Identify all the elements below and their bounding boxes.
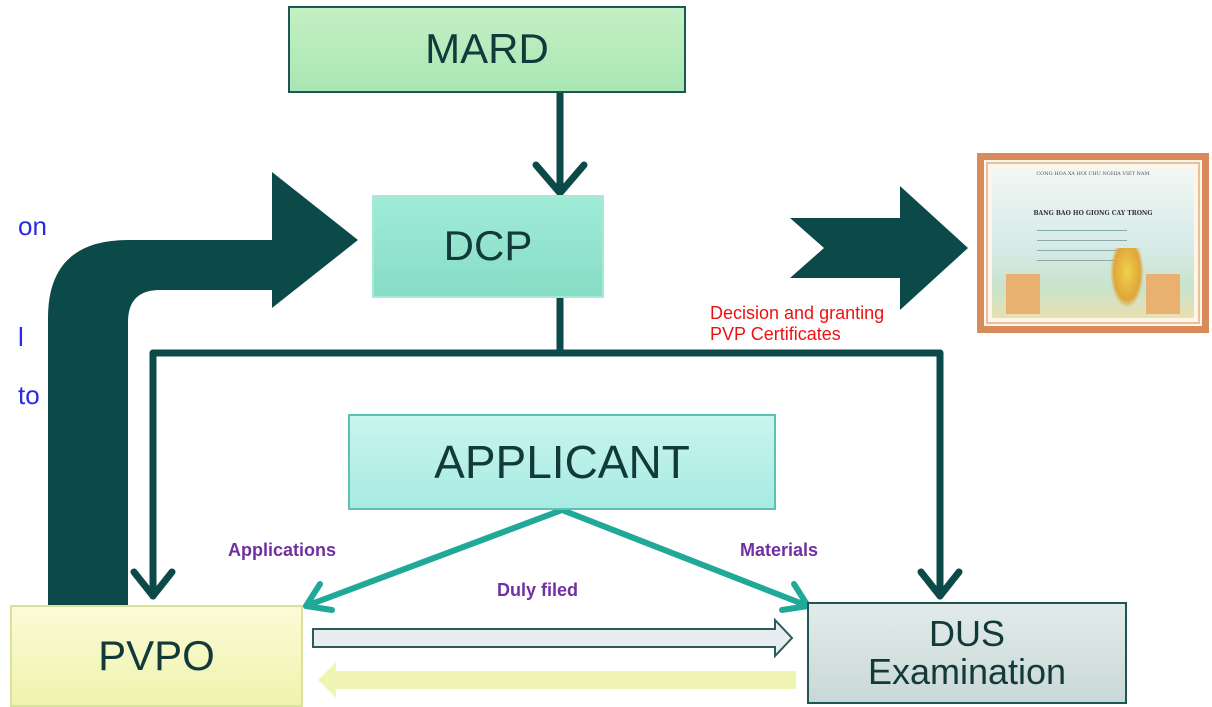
certificate-arrow [790, 186, 968, 310]
dus-return-arrow [318, 662, 796, 698]
dcp-label: DCP [443, 222, 533, 270]
duly-filed-label: Duly filed [497, 580, 579, 600]
materials-label: Materials [740, 540, 819, 560]
applicant-node: APPLICANT [348, 414, 776, 510]
decision-note-line1: Decision and granting [710, 303, 885, 323]
certificate-header: CONG HOA XA HOI CHU NGHIA VIET NAM [1036, 171, 1150, 177]
dus-examination-node: DUS Examination [807, 602, 1127, 704]
certificate-flag-left [1006, 274, 1040, 314]
dus-label-line1: DUS [928, 613, 1005, 655]
certificate-emblem-icon [1110, 248, 1144, 308]
pvpo-label: PVPO [98, 631, 215, 679]
certificate-text-line [1037, 230, 1127, 231]
side-text-fragment: to [18, 380, 40, 410]
certificate-text-line [1037, 240, 1127, 241]
certificate-text-line [1037, 250, 1127, 251]
certificate-text-line [1037, 260, 1127, 261]
mard-node: MARD [288, 6, 686, 93]
applications-label: Applications [228, 540, 337, 560]
big-return-arrow [48, 172, 358, 607]
dcp-distribution-lines [130, 294, 963, 600]
pvpo-node: PVPO [10, 605, 303, 707]
applicant-label: APPLICANT [434, 435, 690, 488]
dcp-node: DCP [372, 195, 604, 298]
certificate-flag-right [1146, 274, 1180, 314]
certificate-title: BANG BAO HO GIONG CAY TRONG [1033, 210, 1153, 217]
duly-filed-arrow [312, 617, 794, 659]
mard-label: MARD [425, 25, 549, 73]
decision-note: Decision and granting PVP Certificates [710, 303, 884, 344]
dus-label-line2: Examination [867, 651, 1067, 692]
decision-note-line2: PVP Certificates [710, 323, 841, 344]
certificate-body: CONG HOA XA HOI CHU NGHIA VIET NAM BANG … [992, 168, 1194, 318]
side-text-fragment: l [18, 322, 24, 352]
side-text-fragment: on [18, 211, 47, 241]
mard-to-dcp-arrow [532, 92, 588, 197]
pvp-certificate-image: CONG HOA XA HOI CHU NGHIA VIET NAM BANG … [977, 153, 1209, 333]
